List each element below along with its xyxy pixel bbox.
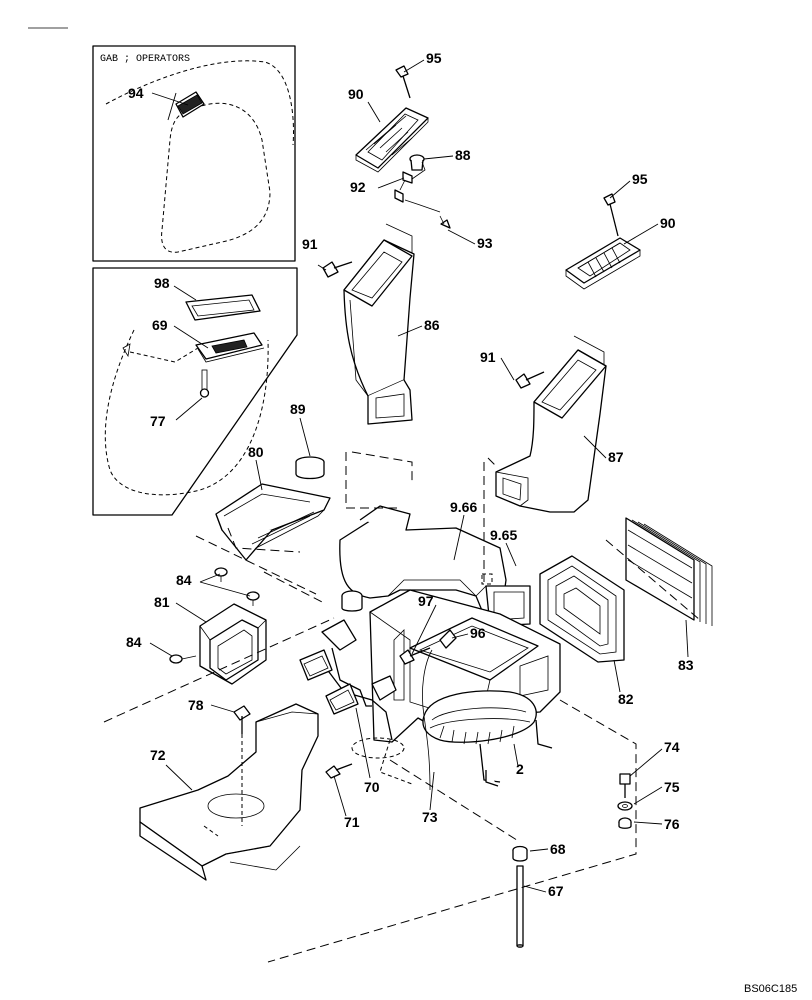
bolt-97-shape [399,647,431,665]
callout-69: 69 [152,317,168,333]
callout-91-right: 91 [480,349,496,365]
callout-77: 77 [150,413,166,429]
callout-97: 97 [418,593,434,609]
motor-cap-shape [341,590,363,612]
callout-96: 96 [470,625,486,641]
blower-2-shape [422,690,553,787]
vent-90-right-shape [565,237,641,290]
vent-90-left-shape [355,107,429,173]
cover-98-shape [185,294,261,321]
screw-95-right-shape [603,193,619,237]
washer-75-shape [617,801,633,811]
screw-71-shape [325,763,353,779]
screw-95-top-shape [395,65,411,99]
callout-84-left: 84 [126,634,142,650]
clip-96-shape [422,629,457,791]
duct-87-shape [495,335,607,513]
callout-87: 87 [608,449,624,465]
callout-80: 80 [248,444,264,460]
bolt-74-shape [619,773,631,798]
main-duct-966-shape [339,505,531,631]
callout-67: 67 [548,883,564,899]
callout-78: 78 [188,697,204,713]
callout-81: 81 [154,594,170,610]
inset-caption: GAB ; OPERATORS [100,54,190,65]
callout-72: 72 [150,747,166,763]
duct-86-shape [343,223,415,425]
callout-76: 76 [664,816,680,832]
inset-defroster [92,267,298,516]
callout-94: 94 [128,85,144,101]
leader-lines [149,59,689,893]
harness-92-shape [394,161,441,213]
callout-9-66: 9.66 [450,499,477,515]
clip-84-shape [169,567,260,664]
callout-95-top: 95 [426,50,442,66]
callout-73: 73 [422,809,438,825]
callout-82: 82 [618,691,634,707]
callout-83: 83 [678,657,694,673]
callout-74: 74 [664,739,680,755]
assembly-dashed-lines [103,451,701,963]
linkage-70-shape [299,619,397,741]
callout-68: 68 [550,841,566,857]
callout-86: 86 [424,317,440,333]
duct-81-shape [199,603,267,685]
tube-67-shape [516,865,524,948]
callout-70: 70 [364,779,380,795]
nut-76-shape [618,817,632,829]
bolt-78-shape [233,705,251,734]
callout-90-top: 90 [348,86,364,102]
cap-89-shape [295,456,325,480]
callout-91-left: 91 [302,236,318,252]
inset-cab-operators [92,45,296,262]
callout-88: 88 [455,147,471,163]
filter-82-shape [539,555,625,663]
callout-9-65: 9.65 [490,527,517,543]
screw-91-left-shape [322,261,353,278]
screw-93-shape [439,215,451,229]
vent-94-shape [175,91,205,118]
callout-75: 75 [664,779,680,795]
callout-89: 89 [290,401,306,417]
callout-92: 92 [350,179,366,195]
screw-77-shape [199,369,210,398]
drawing-code: BS06C185 [744,983,797,995]
callout-2: 2 [516,761,524,777]
grille-83-shape [625,517,713,626]
callout-90-right: 90 [660,215,676,231]
collar-68-shape [512,845,528,862]
callout-84-top: 84 [176,572,192,588]
callout-98: 98 [154,275,170,291]
duct-80-shape [215,483,331,561]
grille-69-shape [195,332,265,363]
callout-95-right: 95 [632,171,648,187]
screw-91-right-shape [515,371,545,389]
callout-71: 71 [344,814,360,830]
callout-93: 93 [477,235,493,251]
duct-72-shape [139,703,319,881]
